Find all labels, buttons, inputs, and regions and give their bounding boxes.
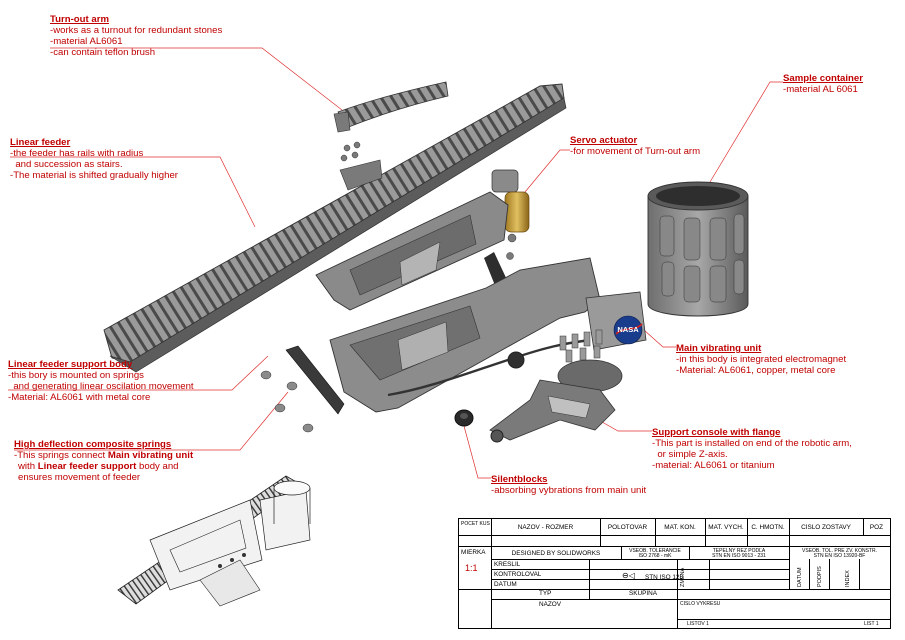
silentblock — [454, 409, 474, 427]
label-line: -works as a turnout for redundant stones — [50, 25, 223, 36]
label-support-console: Support console with flange -This part i… — [652, 427, 852, 471]
label-line: -This part is installed on end of the ro… — [652, 438, 852, 449]
label-title: Support console with flange — [652, 427, 781, 438]
composite-spring — [285, 345, 345, 415]
leader-lines — [8, 47, 783, 479]
projection-symbol-icon: ⊖◁ — [622, 572, 635, 579]
tb-cislo-vykresu: ČÍSLO VÝKRESU — [680, 601, 721, 607]
tb-tolerancie-2: ISO 2768 - mK — [638, 553, 672, 559]
nasa-logo: NASA — [617, 325, 639, 334]
tb-designed: DESIGNED BY SOLIDWORKS — [511, 550, 601, 557]
tb-vseob-2: STN EN ISO 13920-BF — [813, 553, 866, 559]
label-line: -material: AL6061 or titanium — [652, 460, 775, 471]
label-text: body and — [139, 461, 179, 472]
sample-container — [647, 181, 749, 317]
label-line: with Linear feeder support body and — [14, 461, 193, 472]
label-composite-springs: High deflection composite springs -This … — [14, 439, 193, 483]
label-emphasis: Linear feeder support — [37, 461, 137, 472]
tb-typ: TYP — [539, 590, 552, 597]
main-vibrating-unit: NASA — [329, 257, 647, 413]
label-line: -The material is shifted gradually highe… — [10, 170, 178, 181]
tb-vseob-1: VŠEOB. TOL. PRE ZV. KONŠTR. — [802, 548, 877, 554]
label-text: with — [18, 461, 36, 472]
label-line: -in this body is integrated electromagne… — [676, 354, 847, 365]
tb-skupina: SKUPINA — [629, 590, 658, 597]
label-turnout-arm: Turn-out arm -works as a turnout for red… — [50, 14, 222, 58]
label-title: Turn-out arm — [50, 14, 109, 25]
label-text: -This springs connect — [14, 450, 106, 461]
tb-list: LIST 1 — [864, 621, 879, 627]
label-line: -this bory is mounted on springs — [8, 370, 144, 381]
tb-zmena: ZMENA — [680, 567, 686, 587]
tb-datum-v: DÁTUM — [797, 567, 803, 587]
linear-feeder — [103, 83, 567, 373]
servo-actuator — [491, 169, 530, 260]
label-title: High deflection composite springs — [14, 439, 172, 450]
label-line: -This springs connect Main vibrating uni… — [14, 450, 193, 461]
label-line: -the feeder has rails with radius — [10, 148, 144, 159]
label-line: -material AL 6061 — [783, 84, 858, 95]
tb-tepelny-2: STN EN ISO 9013 - 231 — [712, 553, 766, 559]
label-line: -absorbing vybrations from main unit — [491, 485, 647, 496]
label-sample-container: Sample container -material AL 6061 — [783, 73, 863, 95]
label-line: -Material: AL6061, copper, metal core — [676, 365, 836, 376]
label-emphasis: Main vibrating unit — [107, 450, 194, 461]
tb-kontroloval: KONTROLOVAL — [494, 571, 542, 578]
tb-mierka: MIERKA — [461, 549, 486, 556]
tb-mat-vych: MAT. VÝCH. — [708, 524, 744, 531]
tb-mat-kon: MAT. KON. — [664, 524, 696, 531]
label-title: Main vibrating unit — [676, 343, 762, 354]
tb-datum: DÁTUM — [494, 581, 517, 588]
title-block: POČET KUSOV NÁZOV - ROZMER POLOTOVAR MAT… — [458, 518, 891, 629]
tb-poz: POZ — [869, 524, 884, 531]
tb-podpis: PODPIS — [817, 566, 823, 587]
label-linear-feeder: Linear feeder -the feeder has rails with… — [10, 137, 178, 181]
tb-c-hmotn: Č. HMOTN. — [751, 524, 785, 531]
label-line: ensures movement of feeder — [18, 472, 141, 483]
label-title: Servo actuator — [570, 135, 638, 146]
tb-index: INDEX — [845, 570, 851, 587]
tb-kreslil: KRESLIL — [494, 561, 521, 568]
label-main-vibrating-unit: Main vibrating unit -in this body is int… — [676, 343, 846, 376]
tb-scale: 1:1 — [465, 563, 478, 573]
label-feeder-support-body: Linear feeder support body -this bory is… — [8, 359, 194, 403]
tb-cislo-zostavy: ČÍSLO ZOSTAVY — [801, 524, 851, 531]
tb-listov: LISTOV 1 — [687, 621, 709, 627]
tb-polotovar: POLOTOVAR — [607, 524, 648, 531]
label-line: or simple Z-axis. — [652, 449, 728, 460]
assembled-view — [117, 475, 311, 607]
label-silentblocks: Silentblocks -absorbing vybrations from … — [491, 474, 646, 496]
feeder-support-body — [315, 191, 509, 311]
label-title: Linear feeder — [10, 137, 71, 148]
screws-left — [260, 370, 314, 433]
tb-stn-128: STN ISO 128 — [645, 574, 684, 581]
tb-tepelny-1: TEPELNÝ REZ PODĽA — [712, 548, 766, 554]
tb-pocet-kusov: POČET KUSOV — [461, 521, 490, 527]
screws-top — [340, 141, 361, 162]
tb-nazov: NÁZOV — [539, 601, 562, 608]
label-title: Linear feeder support body — [8, 359, 133, 370]
label-title: Sample container — [783, 73, 863, 84]
label-servo-actuator: Servo actuator -for movement of Turn-out… — [570, 135, 700, 157]
label-line: -for movement of Turn-out arm — [570, 146, 701, 157]
label-line: and succession as stairs. — [10, 159, 123, 170]
label-title: Silentblocks — [491, 474, 548, 485]
label-line: -Material: AL6061 with metal core — [8, 392, 151, 403]
support-console — [489, 359, 623, 443]
tb-nazov-rozmer: NÁZOV - ROZMER — [517, 524, 574, 531]
tb-tolerancie-1: VŠEOB. TOLERANCIE — [629, 548, 681, 554]
label-line: -can contain teflon brush — [50, 47, 156, 58]
label-line: -material AL6061 — [50, 36, 123, 47]
label-line: and generating linear oscilation movemen… — [8, 381, 194, 392]
turnout-arm — [333, 81, 449, 133]
